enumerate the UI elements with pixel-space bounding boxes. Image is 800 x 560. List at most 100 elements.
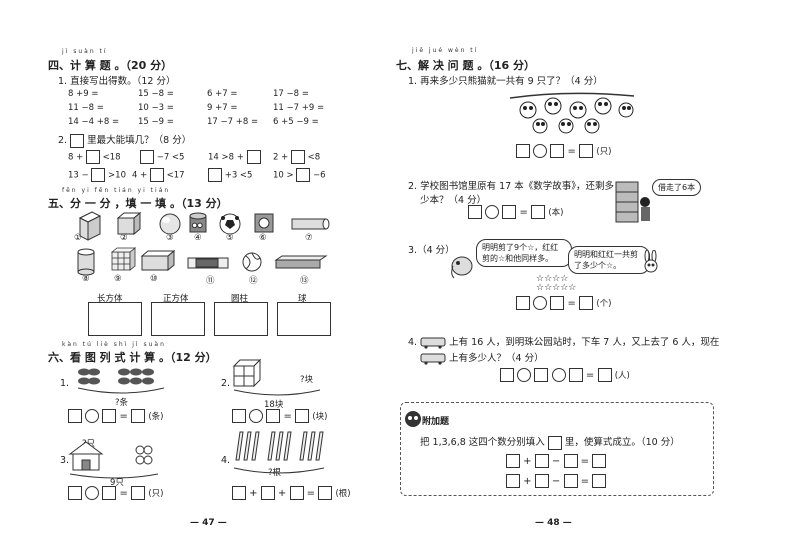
calc-item: 11 −7 +9 = [273,103,325,113]
shape-number: ⑤ [226,233,234,243]
answer-box[interactable] [232,409,246,423]
answer-box[interactable] [547,435,562,450]
girl-icon [640,197,650,221]
operator-circle[interactable] [533,296,548,310]
answer-box[interactable] [506,474,520,488]
q3-bubble-2: 明明和红红一共剪了多少个☆。 [568,246,650,274]
answer-box[interactable] [550,144,565,158]
p1-question: ?条 [115,398,129,408]
answer-box[interactable] [318,486,333,500]
answer-box[interactable] [516,296,530,310]
operator-circle[interactable] [85,486,100,500]
shape-number: ⑥ [259,233,267,243]
answer-box[interactable] [563,454,578,468]
category-box-cube[interactable] [151,302,205,336]
category-box-cuboid[interactable] [88,302,142,336]
fill-item: 8 + <18 [68,150,121,164]
calc-item: 17 −8 = [273,89,309,99]
answer-box[interactable] [579,296,594,310]
q3-bubble-1: 明明剪了9个☆，红红剪的☆和他同样多。 [476,239,572,267]
answer-box[interactable] [140,150,154,164]
volleyball-icon [242,252,262,272]
p2-total: 18块 [264,400,284,410]
operator-circle[interactable] [533,144,548,158]
answer-box[interactable] [296,168,311,182]
category-box-cylinder[interactable] [214,302,268,336]
operator-circle[interactable] [517,368,532,382]
category-box-sphere[interactable] [277,302,331,336]
p1-number: 1. [60,378,70,389]
answer-box[interactable] [531,205,546,219]
fill-item: 2 + <8 [273,150,320,164]
p2-equation: = (块) [232,409,327,423]
s4-pinyin: jì suàn tí [62,48,108,55]
bookshelf-icon [615,181,639,223]
answer-box[interactable] [295,409,310,423]
bonus-text: 把 1,3,6,8 这四个数分别填入 里，使算式成立。（10 分） [420,435,680,450]
answer-box[interactable] [266,409,281,423]
calc-item: 6 +7 = [207,89,238,99]
q3-stars: ☆☆☆☆ ☆☆☆☆☆ [536,274,577,293]
house-icon [68,441,104,471]
answer-box[interactable] [131,486,146,500]
q4-equation: = (人) [500,368,630,382]
p3-number: 3. [60,455,70,466]
answer-box[interactable] [550,296,565,310]
calc-item: 15 −8 = [138,89,174,99]
answer-box[interactable] [592,454,607,468]
answer-box[interactable] [85,150,100,164]
answer-box[interactable] [232,486,246,500]
cuboid-icon [78,211,102,241]
answer-box[interactable] [506,454,520,468]
answer-box[interactable] [131,409,146,423]
s5-pinyin: fēn yi fēn tián yi tián [62,187,171,194]
operator-circle[interactable] [249,409,264,423]
answer-box[interactable] [534,474,549,488]
answer-box[interactable] [290,150,305,164]
answer-box[interactable] [597,368,612,382]
answer-box[interactable] [534,368,549,382]
answer-box[interactable] [246,150,261,164]
answer-box[interactable] [579,144,594,158]
house-chicks-figure [68,441,159,479]
svg-text:●●: ●● [192,222,202,229]
answer-box[interactable] [102,486,117,500]
cylinder-icon [77,248,95,276]
p4-number: 4. [221,455,231,466]
answer-box[interactable] [208,168,222,182]
answer-box[interactable] [289,486,304,500]
long-box-icon [187,257,229,269]
rabbit-icon [644,250,658,273]
answer-box[interactable] [563,474,578,488]
answer-box[interactable] [68,486,82,500]
shape-number: ④ [194,233,202,243]
operator-circle[interactable] [85,409,100,423]
answer-box[interactable] [502,205,517,219]
s4-q2: 2. 里最大能填几？（8 分） [58,133,192,148]
answer-box[interactable] [149,168,164,182]
answer-box[interactable] [468,205,482,219]
answer-box[interactable] [102,409,117,423]
shape-number: ⑫ [249,276,258,286]
calc-item: 11 −8 = [68,103,104,113]
calc-item: 6 +5 −9 = [273,117,319,127]
answer-box[interactable] [260,486,275,500]
answer-box[interactable] [70,133,85,148]
fill-item: 10 > −6 [273,168,326,182]
answer-box[interactable] [568,368,583,382]
calc-item: 9 +7 = [207,103,238,113]
fish-group-figure [77,368,165,394]
answer-box[interactable] [500,368,514,382]
answer-box[interactable] [68,409,82,423]
answer-box[interactable] [534,454,549,468]
operator-circle[interactable] [551,368,566,382]
fill-item: 4 + <17 [132,168,185,182]
s7-pinyin: jiě jué wèn tí [412,47,479,54]
operator-circle[interactable] [485,205,500,219]
answer-box[interactable] [516,144,530,158]
can-icon: ●● [189,212,207,233]
calc-item: 10 −3 = [138,103,174,113]
answer-box[interactable] [91,168,106,182]
shape-number: ⑨ [114,274,122,284]
answer-box[interactable] [592,474,607,488]
